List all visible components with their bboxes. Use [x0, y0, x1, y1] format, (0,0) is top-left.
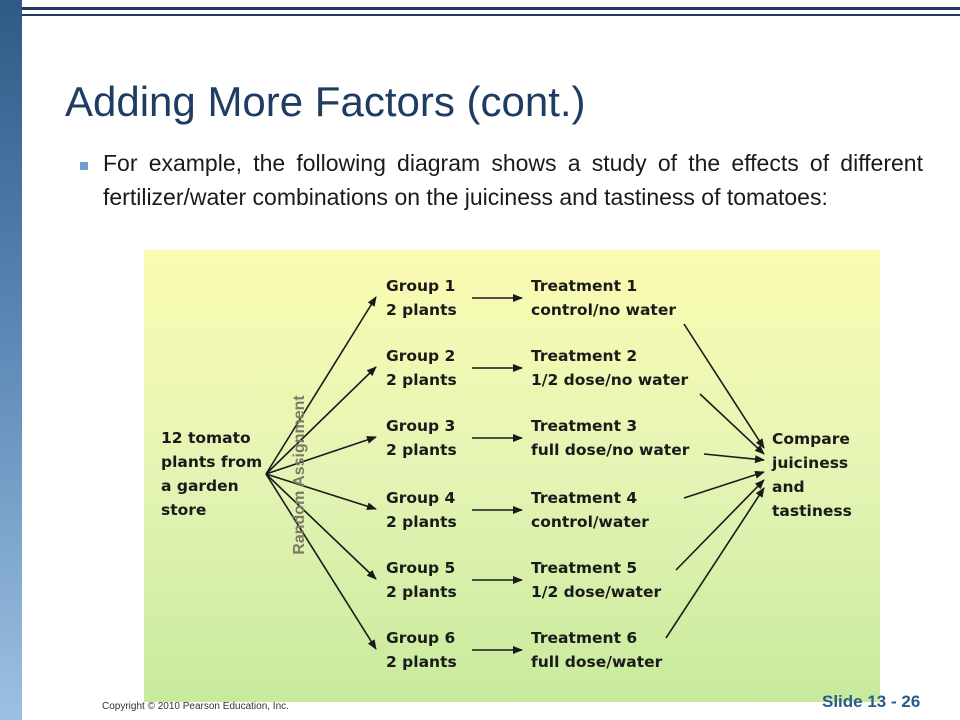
group-size: 2 plants	[386, 441, 457, 459]
slide-title: Adding More Factors (cont.)	[65, 78, 586, 125]
treatment-to-outcome-arrow	[683, 323, 765, 449]
treatment-condition: full dose/water	[531, 653, 663, 671]
group-size: 2 plants	[386, 301, 457, 319]
assignment-arrow	[265, 366, 377, 475]
group-size: 2 plants	[386, 583, 457, 601]
copyright-notice: Copyright © 2010 Pearson Education, Inc.	[102, 701, 289, 712]
random-assignment-label: Random Assignment	[291, 395, 308, 555]
outcome-label-line: juiciness	[771, 454, 848, 472]
assignment-arrow	[265, 473, 377, 650]
outcome-label-line: tastiness	[772, 502, 852, 520]
outcome-label-line: and	[772, 478, 805, 496]
source-label-line: plants from	[161, 453, 262, 471]
treatment-to-outcome-arrow	[665, 487, 765, 639]
treatment-condition: control/no water	[531, 301, 676, 319]
treatment-condition: control/water	[531, 513, 649, 531]
assignment-arrow	[265, 473, 377, 511]
treatment-condition: 1/2 dose/no water	[531, 371, 689, 389]
slide-number: Slide 13 - 26	[822, 692, 921, 711]
treatment-name: Treatment 5	[531, 559, 637, 577]
source-label-line: store	[161, 501, 206, 519]
treatment-name: Treatment 3	[531, 417, 637, 435]
assignment-arrow	[265, 296, 377, 475]
treatment-condition: full dose/no water	[531, 441, 690, 459]
treatment-name: Treatment 4	[531, 489, 637, 507]
diagram-arrows	[265, 294, 765, 654]
side-accent-bar	[0, 0, 22, 720]
top-rule-thin	[22, 14, 960, 16]
treatment-to-outcome-arrow	[683, 470, 765, 499]
experiment-diagram: 12 tomato plants from a garden store Compare…	[144, 250, 880, 702]
treatment-condition: 1/2 dose/water	[531, 583, 661, 601]
group-name: Group 6	[386, 629, 455, 647]
top-rule	[22, 7, 960, 10]
treatment-name: Treatment 1	[531, 277, 637, 295]
treatment-to-outcome-arrow	[699, 393, 765, 455]
assignment-arrow	[265, 473, 377, 580]
group-name: Group 3	[386, 417, 455, 435]
treatment-to-outcome-arrow	[675, 479, 765, 571]
group-size: 2 plants	[386, 371, 457, 389]
group-size: 2 plants	[386, 513, 457, 531]
source-label-line: a garden	[161, 477, 239, 495]
bullet-square-icon	[80, 162, 88, 170]
group-name: Group 1	[386, 277, 455, 295]
treatment-name: Treatment 2	[531, 347, 637, 365]
diagram-labels: 12 tomato plants from a garden store Compare…	[161, 277, 852, 671]
outcome-label-line: Compare	[772, 430, 850, 448]
diagram-canvas: 12 tomato plants from a garden store Compare…	[161, 277, 852, 671]
bullet-text: For example, the following diagram shows…	[103, 150, 923, 210]
assignment-arrow	[265, 436, 377, 475]
group-name: Group 5	[386, 559, 455, 577]
group-name: Group 4	[386, 489, 456, 507]
group-size: 2 plants	[386, 653, 457, 671]
treatment-to-outcome-arrow	[703, 453, 765, 464]
treatment-name: Treatment 6	[531, 629, 637, 647]
group-name: Group 2	[386, 347, 455, 365]
source-label-line: 12 tomato	[161, 429, 251, 447]
